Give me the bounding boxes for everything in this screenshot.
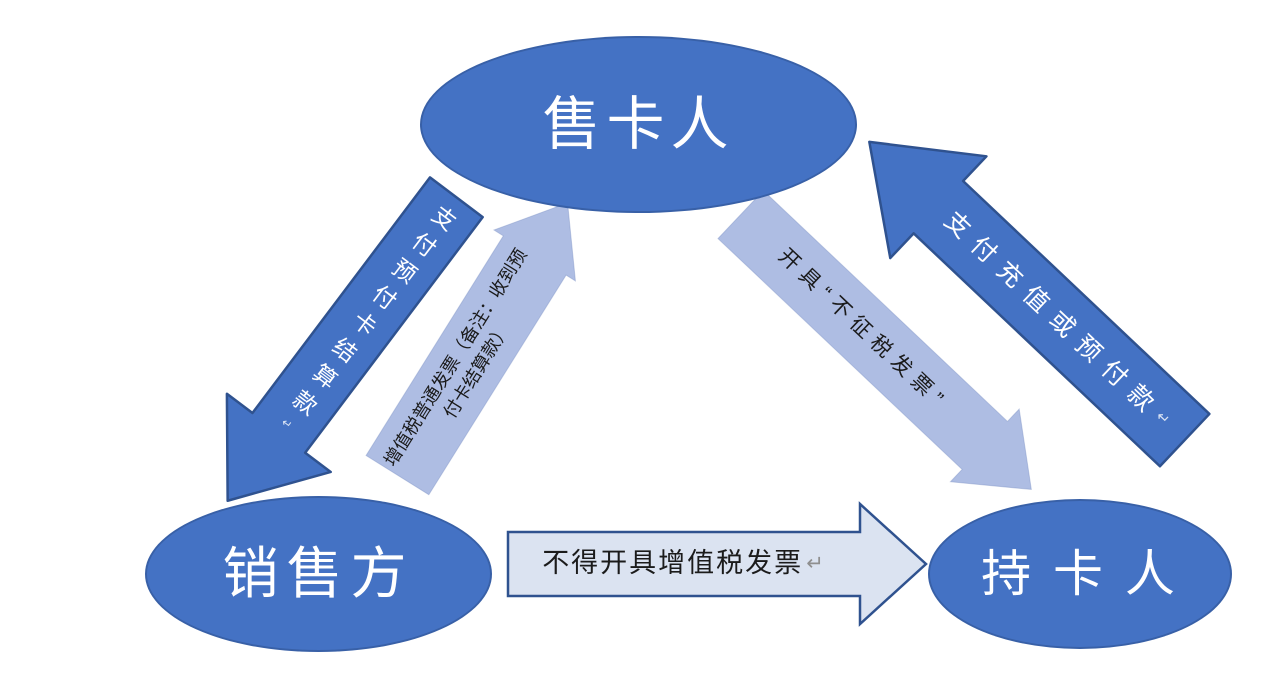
arrow-no-vat-invoice: 不得开具增值税发票↵ (506, 501, 928, 627)
return-mark-icon: ↵ (806, 552, 826, 576)
arrow-polygon (225, 176, 484, 502)
arrow-polygon (506, 501, 928, 627)
node-card-issuer-label: 售卡人 (542, 91, 735, 157)
arrow-vat-ordinary-invoice: 增值税普通发票（备注：收到预 付卡结算款） (357, 177, 609, 500)
node-card-holder-label: 持 卡 人 (981, 546, 1179, 602)
arrow-shape (225, 176, 484, 502)
node-card-holder: 持 卡 人 (928, 499, 1232, 649)
node-seller: 销售方 (145, 496, 492, 652)
arrow-shape (365, 202, 577, 496)
arrow-pay-settlement: 支付预付卡结算款↵ (176, 158, 509, 540)
arrow-shape (868, 140, 1211, 468)
arrow-label-text: 不得开具增值税发票 (542, 548, 804, 579)
arrow-pay-recharge: 支付充值或预付款↵ (821, 91, 1233, 491)
node-seller-label: 销售方 (222, 542, 415, 605)
arrow-polygon (717, 189, 1032, 490)
arrow-polygon (365, 202, 577, 496)
arrow-label: 不得开具增值税发票↵ (508, 532, 860, 596)
arrow-polygon (868, 140, 1211, 468)
arrow-shape (717, 189, 1032, 490)
arrow-shape (506, 501, 928, 627)
node-card-issuer: 售卡人 (420, 36, 857, 213)
arrow-non-taxable-invoice: 开具“不征税发票” (706, 178, 1065, 525)
